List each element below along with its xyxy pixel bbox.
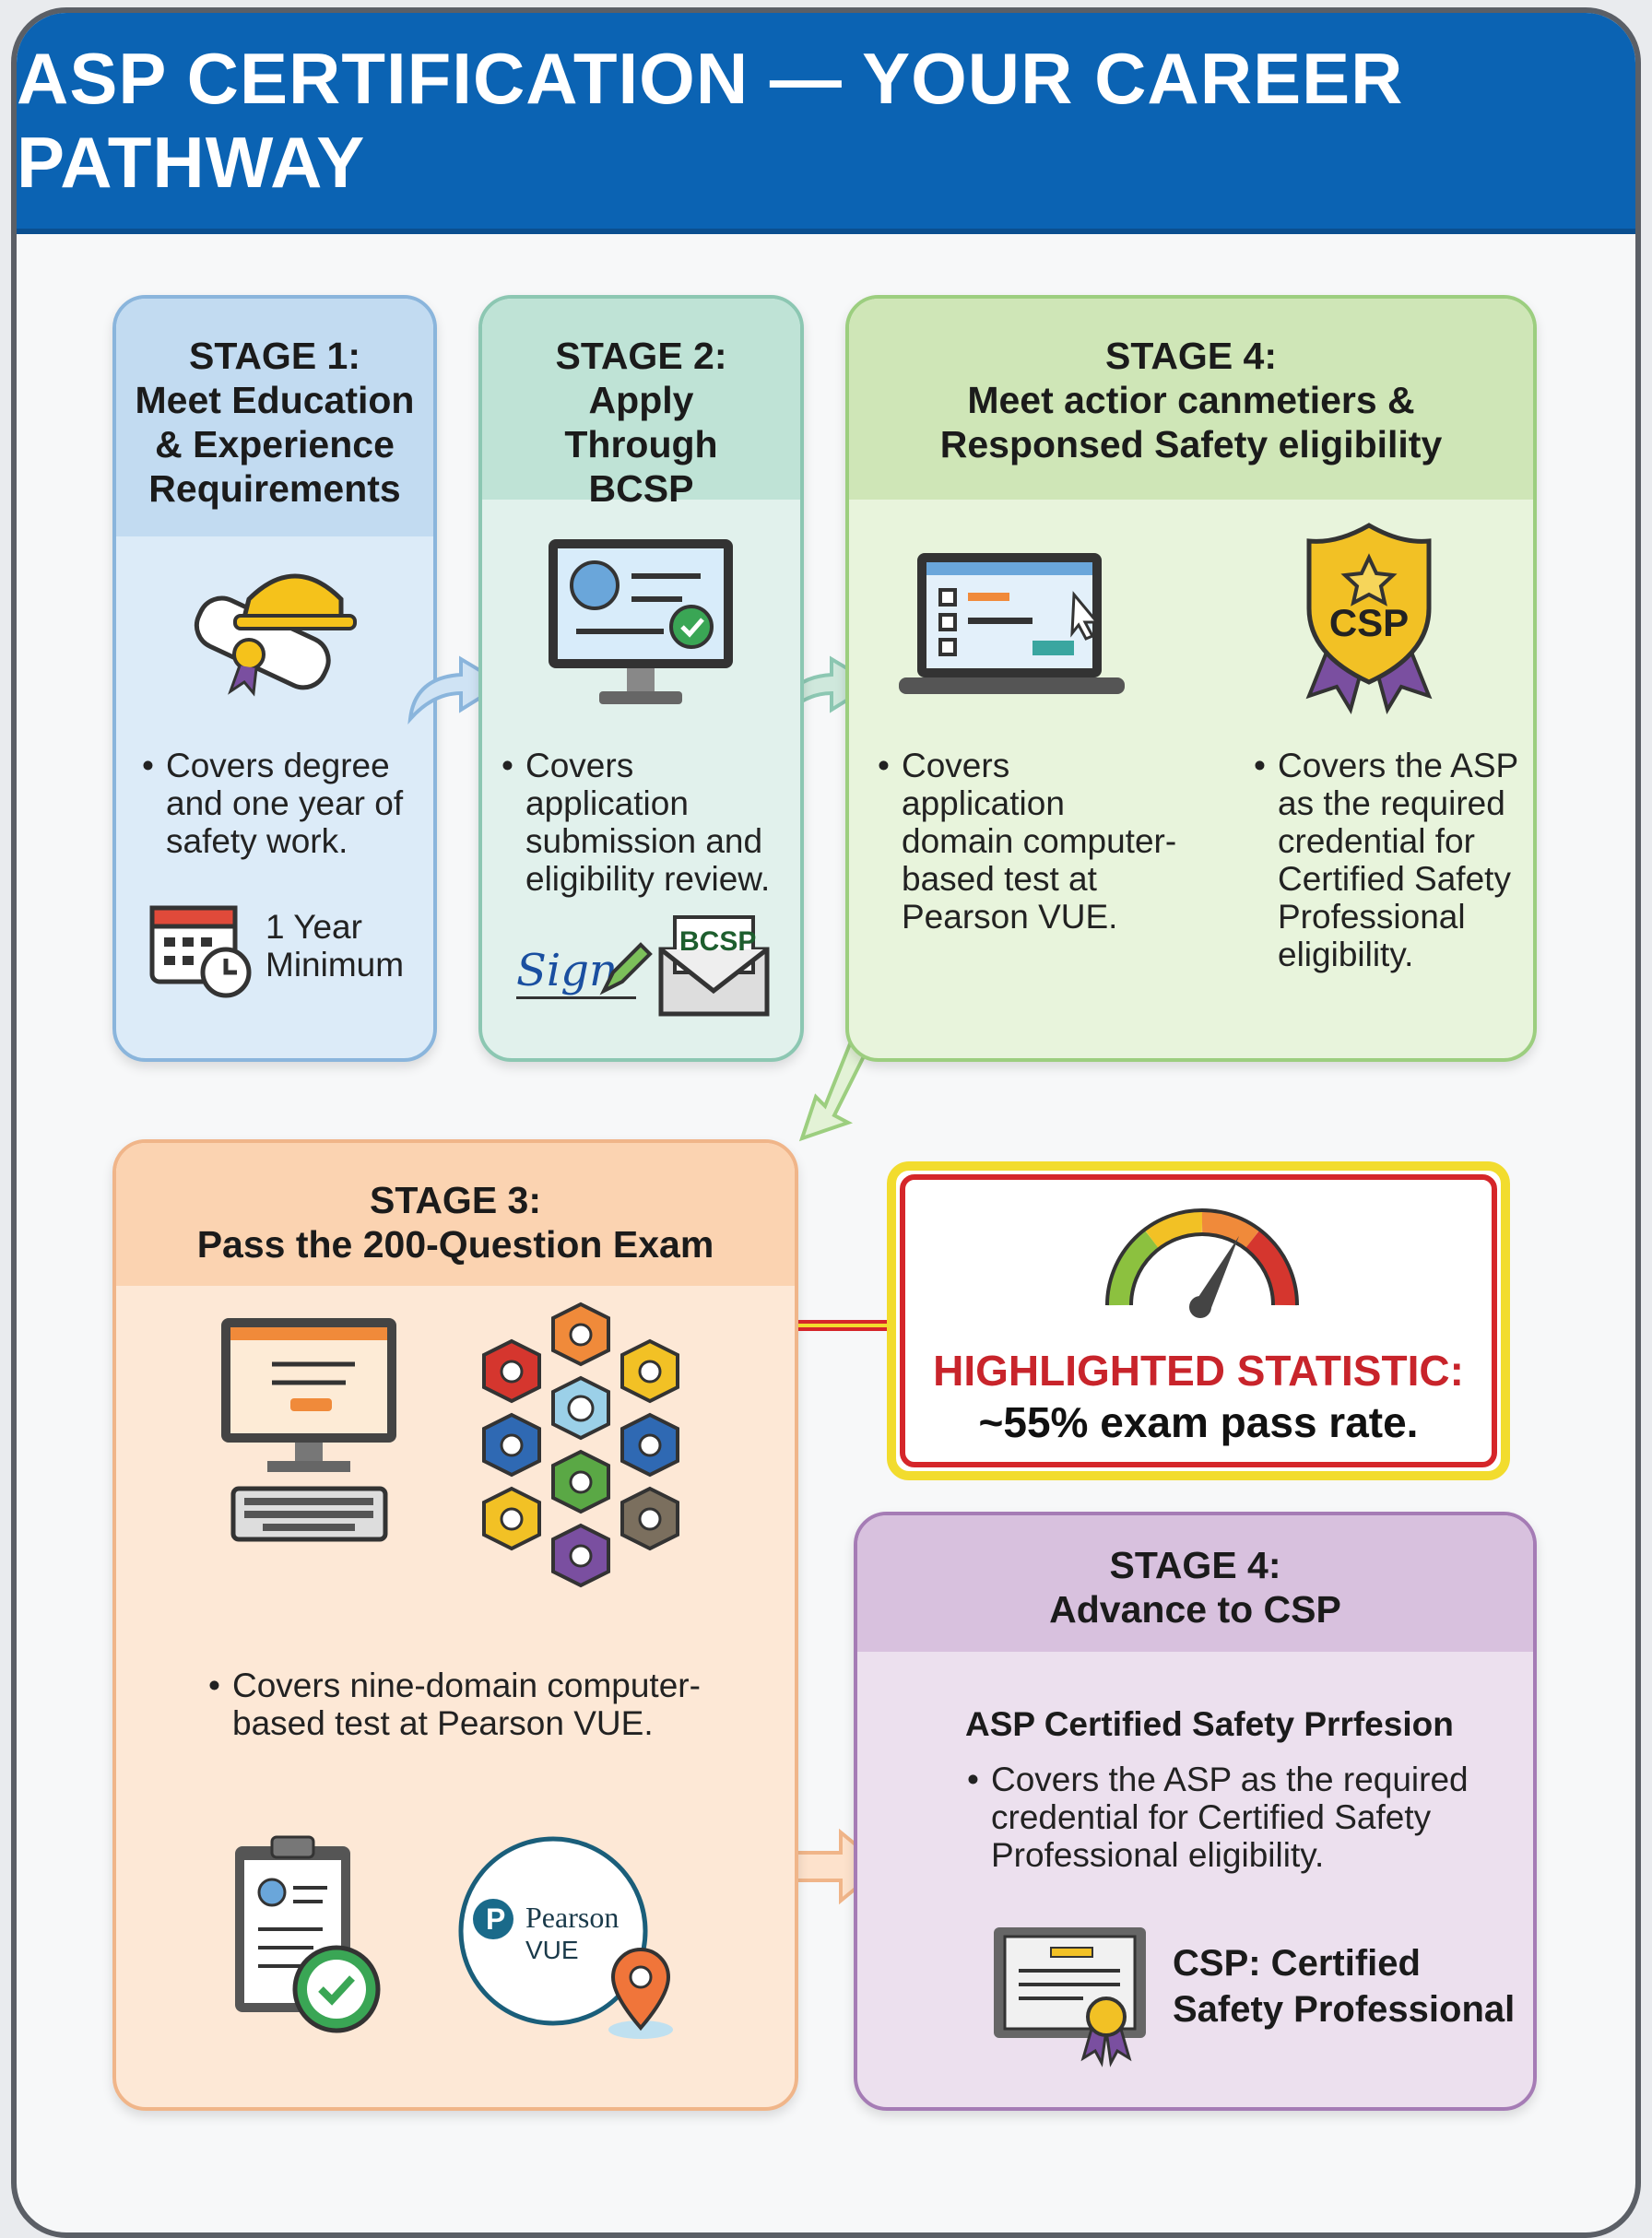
stage-3-title: STAGE 3: xyxy=(369,1179,542,1221)
nine-domain-hexagon-icons xyxy=(482,1302,679,1588)
stage-4-bullet-left: •Covers application domain computer-base… xyxy=(878,747,1177,936)
stage-2-bullet: •Covers application submission and eligi… xyxy=(502,747,771,898)
statistic-value: ~55% exam pass rate. xyxy=(978,1398,1419,1446)
stage-3-header: STAGE 3:Pass the 200-Question Exam xyxy=(116,1143,795,1286)
arrow-stage4-to-stage3 xyxy=(798,1033,869,1142)
stage-4b-bullet: •Covers the ASP as the required credenti… xyxy=(967,1761,1469,1874)
highlighted-statistic-box: HIGHLIGHTED STATISTIC: ~55% exam pass ra… xyxy=(887,1161,1510,1480)
stage-3-card: STAGE 3:Pass the 200-Question Exam xyxy=(112,1139,798,2111)
pen-icon xyxy=(599,942,653,995)
stage-3-bullet: •Covers nine-domain computer-based test … xyxy=(208,1667,701,1742)
stage-4-subtitle-line2: Responsed Safety eligibility xyxy=(939,423,1443,465)
stage-1-bullet: •Covers degree and one year of safety wo… xyxy=(142,747,404,860)
stage-4-eligibility-header: STAGE 4:Meet actior canmetiers &Response… xyxy=(849,299,1533,500)
stage-4b-title: STAGE 4: xyxy=(1109,1544,1281,1586)
stage-4-advance-card: STAGE 4:Advance to CSP xyxy=(854,1512,1537,2111)
stage-2-title: STAGE 2: xyxy=(555,335,727,377)
certificate-icon xyxy=(994,1927,1146,2067)
envelope-icon xyxy=(658,915,770,1017)
computer-application-icon xyxy=(549,539,733,704)
stage-4-subtitle-line1: Meet actior canmetiers & xyxy=(967,379,1415,421)
stage-1-header: STAGE 1:Meet Education & Experience Requ… xyxy=(116,299,433,536)
statistic-label: HIGHLIGHTED STATISTIC: xyxy=(933,1347,1464,1395)
shield-label: CSP xyxy=(1328,601,1410,644)
hardhat-diploma-icon xyxy=(194,573,357,697)
stage-4b-subtitle: Advance to CSP xyxy=(1049,1588,1341,1631)
stage-3-subtitle: Pass the 200-Question Exam xyxy=(196,1223,714,1266)
stage-1-subtitle: Meet Education & Experience Requirements xyxy=(135,379,415,510)
stage-4b-heading: ASP Certified Safety Prrfesion xyxy=(965,1705,1454,1743)
stage-1-title: STAGE 1: xyxy=(188,335,361,377)
desktop-computer-keyboard-icon xyxy=(221,1318,396,1542)
header: ASP CERTIFICATION — YOUR CAREER PATHWAY xyxy=(17,13,1635,234)
stage-4-title: STAGE 4: xyxy=(1104,335,1278,377)
signature: Sign xyxy=(516,945,636,999)
stage-1-card: STAGE 1:Meet Education & Experience Requ… xyxy=(112,295,437,1062)
calendar-clock-icon xyxy=(149,905,252,998)
stage-4-bullet-right: •Covers the ASP as the required credenti… xyxy=(1254,747,1518,973)
laptop-test-icon xyxy=(899,553,1125,694)
svg-text:P: P xyxy=(486,1902,505,1936)
gauge-icon xyxy=(1105,1208,1299,1318)
page-title: ASP CERTIFICATION — YOUR CAREER PATHWAY xyxy=(17,38,1404,203)
pearson-label: Pearson xyxy=(525,1901,620,1934)
vue-label: VUE xyxy=(525,1936,579,1964)
pearson-vue-logo: P xyxy=(458,1836,673,2039)
clipboard-check-icon xyxy=(235,1835,381,2033)
csp-shield-badge-icon xyxy=(1305,523,1433,715)
connector-line xyxy=(798,1320,891,1331)
envelope-label: BCSP xyxy=(679,926,757,957)
stage-4-advance-header: STAGE 4:Advance to CSP xyxy=(857,1515,1533,1652)
stage-2-header: STAGE 2:Apply Through BCSP xyxy=(482,299,800,510)
stage-2-subtitle: Apply Through BCSP xyxy=(564,379,718,510)
